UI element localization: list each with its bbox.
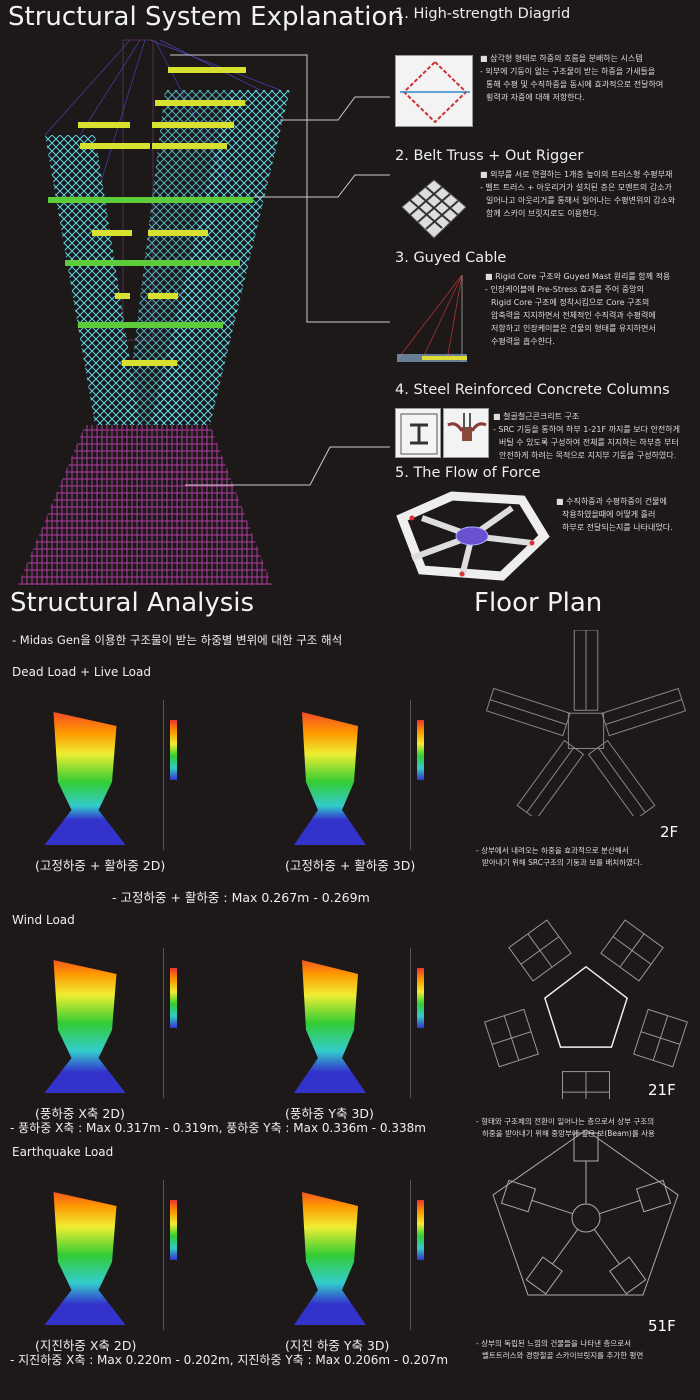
diagrid-image bbox=[395, 55, 473, 127]
displacement-summary: - 고정하중 + 활하중 : Max 0.267m - 0.269m bbox=[112, 890, 370, 905]
floor-label: 21F bbox=[648, 1081, 676, 1099]
flow-of-force-image bbox=[396, 491, 550, 581]
load-section-label: Earthquake Load bbox=[12, 1145, 114, 1159]
diagrid-left bbox=[45, 135, 140, 425]
floor-plan-21F bbox=[484, 919, 688, 1099]
item-5-heading: 5. The Flow of Force bbox=[395, 465, 541, 481]
src-base bbox=[18, 425, 272, 585]
floor-plan-title: Floor Plan bbox=[474, 588, 603, 618]
item-1-text: ■ 삼각형 형태로 하중의 흐름을 분배하는 시스템- 외부에 기둥이 없는 구… bbox=[480, 54, 664, 102]
caption-3d: (풍하중 Y축 3D) bbox=[285, 1106, 374, 1121]
outriggers bbox=[48, 197, 253, 328]
item-4-text: ■ 철골철근콘크리트 구조- SRC 기둥을 통하여 하부 1-21F 까지를 … bbox=[493, 412, 680, 460]
color-legend bbox=[163, 1180, 201, 1330]
caption-2d: (풍하중 X축 2D) bbox=[35, 1106, 125, 1121]
src-section-image bbox=[395, 408, 441, 458]
fea-model-image bbox=[44, 960, 126, 1093]
displacement-summary: - 지진하중 X축 : Max 0.220m - 0.202m, 지진하중 Y축… bbox=[10, 1353, 449, 1367]
floor-plan-2F bbox=[485, 630, 687, 816]
item-3-heading: 3. Guyed Cable bbox=[395, 250, 507, 266]
floor-plan-51F bbox=[492, 1129, 679, 1296]
item-2-heading: 2. Belt Truss + Out Rigger bbox=[395, 148, 584, 164]
color-legend bbox=[410, 948, 448, 1098]
src-column-image bbox=[443, 408, 489, 458]
displacement-summary: - 풍하중 X축 : Max 0.317m - 0.319m, 풍하중 Y축 :… bbox=[10, 1121, 426, 1135]
color-legend bbox=[410, 1180, 448, 1330]
color-legend bbox=[410, 700, 448, 850]
caption-3d: (지진 하중 Y축 3D) bbox=[285, 1338, 390, 1353]
floor-label: 2F bbox=[660, 823, 679, 841]
analysis-title: Structural Analysis bbox=[10, 588, 255, 618]
item-4-heading: 4. Steel Reinforced Concrete Columns bbox=[395, 382, 670, 398]
fea-model-image bbox=[294, 712, 366, 845]
page-title: Structural System Explanation bbox=[8, 2, 404, 32]
analysis-subtitle: - Midas Gen을 이용한 구조물이 받는 하중별 변위에 대한 구조 해… bbox=[12, 633, 343, 647]
item-3-text: ■ Rigid Core 구조와 Guyed Mast 원리를 함께 적용- 인… bbox=[485, 272, 671, 346]
fea-model-image bbox=[294, 960, 366, 1093]
fea-model-image bbox=[44, 1192, 126, 1325]
load-section-label: Wind Load bbox=[12, 913, 75, 927]
fea-model-image bbox=[44, 712, 126, 845]
guyed-cable-image bbox=[396, 274, 467, 362]
tower-structure-diagram bbox=[18, 39, 390, 585]
floor-label: 51F bbox=[648, 1317, 676, 1335]
item-1-heading: 1. High-strength Diagrid bbox=[395, 6, 571, 22]
belt-trusses bbox=[78, 67, 246, 366]
caption-3d: (고정하중 + 활하중 3D) bbox=[285, 858, 416, 873]
load-section-label: Dead Load + Live Load bbox=[12, 665, 151, 679]
color-legend bbox=[163, 948, 201, 1098]
color-legend bbox=[163, 700, 201, 850]
belt-truss-image bbox=[401, 179, 467, 239]
fea-model-image bbox=[294, 1192, 366, 1325]
callout-lines bbox=[170, 54, 390, 486]
caption-2d: (고정하중 + 활하중 2D) bbox=[35, 858, 166, 873]
caption-2d: (지진하중 X축 2D) bbox=[35, 1338, 137, 1353]
item-2-text: ■ 외부를 서로 연결하는 1개층 높이의 트러스형 수평부재- 벨트 트러스 … bbox=[480, 170, 676, 218]
